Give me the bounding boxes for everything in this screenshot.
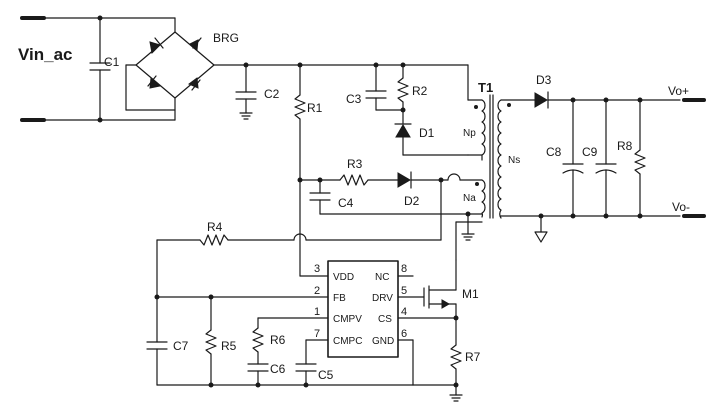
capacitor-c1: C1: [89, 15, 120, 123]
bridge-rectifier-brg: BRG: [125, 17, 239, 121]
secondary-output: D3 C8 C9 R8 Vo+ Vo-: [500, 73, 706, 243]
r8-label: R8: [617, 139, 633, 153]
pin-7-number: 7: [314, 328, 320, 340]
d1-label: D1: [419, 126, 435, 140]
na-label: Na: [463, 193, 476, 204]
transformer-t1: T1 Np Ns Na: [463, 64, 520, 219]
d3-label: D3: [536, 73, 552, 87]
pin-6-name: GND: [372, 336, 394, 347]
c6-label: C6: [270, 362, 286, 376]
c2-label: C2: [264, 87, 280, 101]
mosfet-m1: M1 R7: [397, 154, 483, 402]
vo-minus-label: Vo-: [672, 200, 690, 214]
capacitor-c2: C2: [235, 64, 280, 120]
dc-bus: [213, 62, 469, 68]
pin-4-number: 4: [401, 306, 407, 318]
auxiliary-supply: R3 D2 C4: [299, 157, 483, 241]
pin-8-name: NC: [375, 272, 389, 283]
pin-2-name: FB: [333, 293, 346, 304]
r7-label: R7: [465, 350, 481, 364]
pin-2-number: 2: [314, 285, 320, 297]
d2-label: D2: [404, 194, 420, 208]
r3-label: R3: [347, 157, 363, 171]
vin-ac-label: Vin_ac: [18, 45, 73, 64]
pin-1-name: CMPV: [333, 314, 362, 325]
c7-label: C7: [173, 339, 189, 353]
ac-input: Vin_ac: [18, 16, 176, 122]
vo-plus-label: Vo+: [668, 84, 689, 98]
np-label: Np: [463, 128, 476, 139]
pin-7-name: CMPC: [333, 336, 362, 347]
r5-label: R5: [221, 339, 237, 353]
m1-label: M1: [462, 287, 479, 301]
pin-8-number: 8: [401, 263, 407, 275]
c3-label: C3: [346, 92, 362, 106]
resistor-r1: R1: [294, 64, 329, 277]
pin-1-number: 1: [314, 306, 320, 318]
controller-ic: 3 VDD 2 FB 1 CMPV 7 CMPC 8 NC 5 DRV 4 CS…: [314, 260, 414, 386]
r6-label: R6: [270, 333, 286, 347]
t1-label: T1: [478, 80, 493, 95]
pin-5-name: DRV: [372, 293, 393, 304]
c9-label: C9: [582, 145, 598, 159]
rcd-snubber: C3 R2 D1: [346, 64, 469, 156]
pin-6-number: 6: [401, 328, 407, 340]
c4-label: C4: [338, 196, 354, 210]
r2-label: R2: [412, 84, 428, 98]
pin-3-name: VDD: [333, 272, 354, 283]
r1-label: R1: [307, 101, 323, 115]
ns-label: Ns: [508, 155, 520, 166]
pin-3-number: 3: [314, 263, 320, 275]
pin-5-number: 5: [401, 285, 407, 297]
brg-label: BRG: [213, 31, 239, 45]
c1-label: C1: [104, 55, 120, 69]
c8-label: C8: [546, 145, 562, 159]
feedback-network: R4 C7 R5 R6 C6 C5: [146, 179, 442, 388]
pin-4-name: CS: [378, 314, 392, 325]
r4-label: R4: [207, 220, 223, 234]
c5-label: C5: [318, 368, 334, 382]
